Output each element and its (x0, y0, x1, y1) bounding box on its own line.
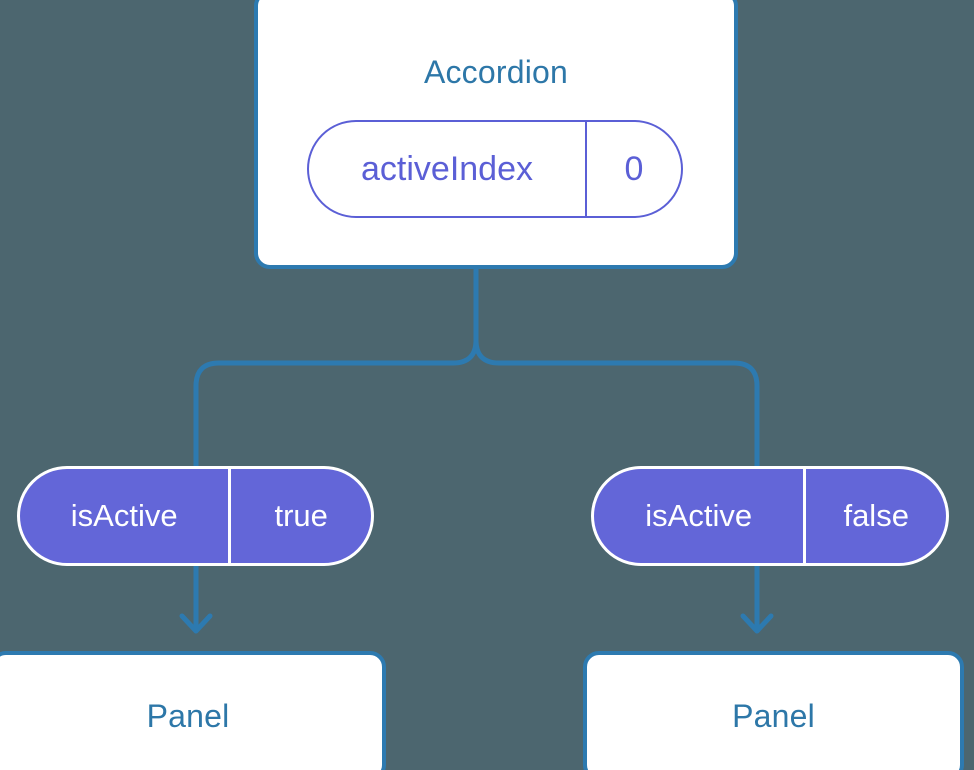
panel-component-card-right[interactable]: Panel (583, 651, 964, 770)
panel-component-card-left[interactable]: Panel (0, 651, 386, 770)
state-pill-key: activeIndex (361, 149, 533, 188)
prop-pill-right-key: isActive (645, 498, 753, 533)
arrow-head-right (740, 613, 774, 634)
prop-pill-left-value: true (228, 469, 371, 563)
prop-pill-is-active-false[interactable]: isActive false (591, 466, 949, 566)
panel-card-right-title: Panel (732, 698, 815, 734)
prop-pill-left-key: isActive (70, 498, 178, 533)
connector-branch-left (193, 264, 479, 469)
prop-pill-right-value: false (803, 469, 946, 563)
accordion-card-title: Accordion (423, 54, 569, 90)
state-pill-value: 0 (585, 122, 681, 216)
state-pill-active-index[interactable]: activeIndex 0 (307, 120, 683, 218)
prop-pill-is-active-true[interactable]: isActive true (17, 466, 374, 566)
connector-branch-right (473, 264, 760, 469)
panel-card-left-title: Panel (146, 698, 230, 734)
arrow-head-left (179, 613, 213, 634)
